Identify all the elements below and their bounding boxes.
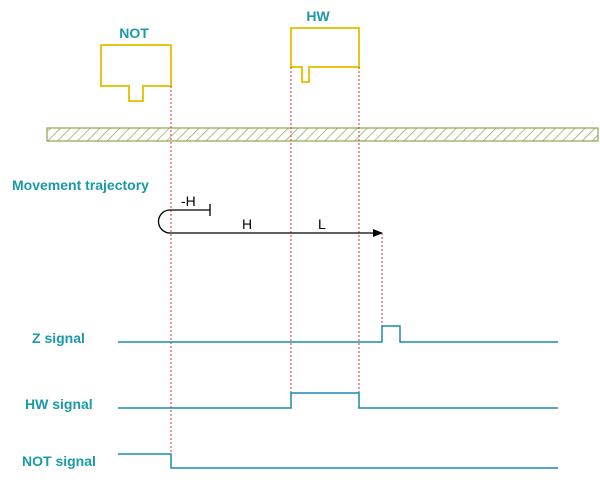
h-label: H [242,216,252,232]
movement-trajectory: Movement trajectory -H H L [12,177,383,237]
z-signal-waveform [118,325,558,343]
l-label: L [318,216,326,232]
not-switch-label: NOT [119,25,149,41]
reverse-loop [157,209,210,234]
hw-signal-waveform [118,392,558,409]
not-signal-waveform [118,453,558,469]
hw-switch: HW [290,8,360,83]
hw-switch-label: HW [306,8,330,24]
hw-switch-body [290,27,360,83]
not-switch: NOT [100,25,172,102]
not-switch-body [100,44,172,102]
not-signal-label: NOT signal [22,453,96,469]
hw-signal-label: HW signal [25,396,93,412]
hatched-rail [46,127,599,142]
z-signal: Z signal [32,325,558,346]
not-signal: NOT signal [22,453,558,469]
hw-signal: HW signal [25,392,558,412]
trajectory-title: Movement trajectory [12,177,149,193]
neg-h-label: -H [181,193,196,209]
z-signal-label: Z signal [32,330,85,346]
